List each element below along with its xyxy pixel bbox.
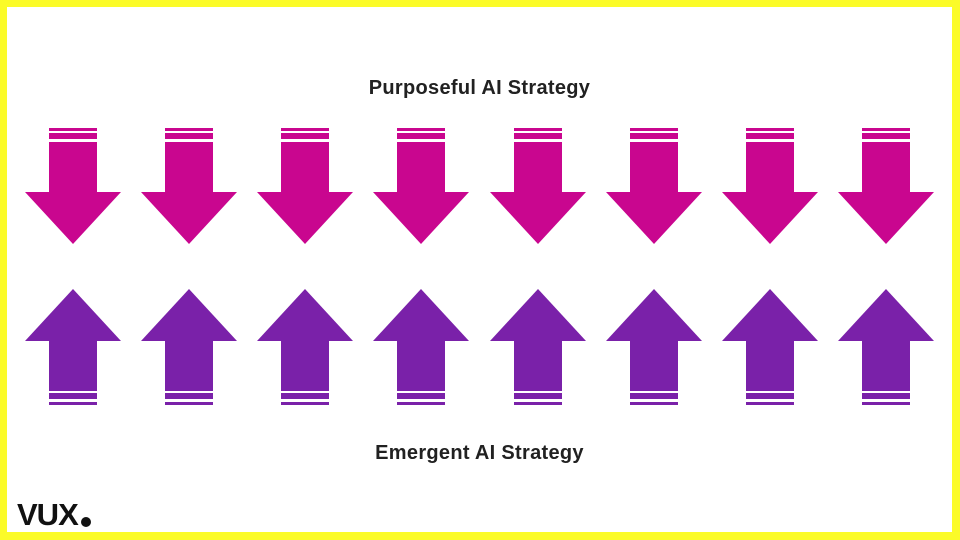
arrow-stripe-thin — [397, 402, 446, 405]
arrow-stripe-thin — [861, 128, 910, 131]
arrow-shaft — [629, 142, 678, 192]
arrow-stripe-thick — [861, 393, 910, 399]
up-arrow — [721, 289, 818, 405]
arrow-stripe-thick — [745, 133, 794, 139]
up-arrow — [605, 289, 702, 405]
up-arrow — [373, 289, 470, 405]
arrow-head — [373, 289, 470, 341]
arrow-stripe-thin — [397, 128, 446, 131]
arrow-stripe-thick — [165, 133, 214, 139]
vux-logo: VUX. — [17, 497, 92, 532]
down-arrow — [373, 128, 470, 244]
arrow-shaft — [513, 341, 562, 391]
arrow-shaft — [397, 341, 446, 391]
arrow-shaft — [745, 142, 794, 192]
up-arrow-row — [7, 289, 952, 405]
arrow-stripe-thin — [745, 128, 794, 131]
arrow-stripe-thin — [629, 402, 678, 405]
up-arrow — [837, 289, 934, 405]
purposeful-strategy-label: Purposeful AI Strategy — [368, 77, 591, 99]
arrow-stripe-thick — [745, 393, 794, 399]
arrow-head — [721, 289, 818, 341]
arrow-stripe-thick — [165, 393, 214, 399]
arrow-stripe-thick — [513, 133, 562, 139]
arrow-head — [837, 192, 934, 244]
arrow-stripe-thick — [513, 393, 562, 399]
arrow-stripe-thick — [397, 133, 446, 139]
arrow-stripe-thin — [281, 128, 330, 131]
arrow-shaft — [861, 341, 910, 391]
down-arrow — [25, 128, 121, 244]
vux-logo-text: VUX — [17, 497, 79, 532]
up-arrow — [25, 289, 121, 405]
arrow-head — [373, 192, 470, 244]
arrow-stripe-thin — [861, 402, 910, 405]
down-arrow — [721, 128, 818, 244]
up-arrow — [489, 289, 586, 405]
arrow-stripe-thin — [165, 128, 214, 131]
up-arrow — [141, 289, 238, 405]
arrow-shaft — [629, 341, 678, 391]
arrow-stripe-thick — [397, 393, 446, 399]
arrow-stripe-thick — [49, 133, 97, 139]
arrow-head — [721, 192, 818, 244]
up-arrow — [257, 289, 354, 405]
arrow-stripe-thick — [49, 393, 97, 399]
arrow-head — [605, 192, 702, 244]
arrow-stripe-thick — [281, 133, 330, 139]
arrow-head — [141, 289, 238, 341]
arrow-stripe-thin — [629, 128, 678, 131]
arrow-stripe-thin — [49, 402, 97, 405]
arrow-shaft — [861, 142, 910, 192]
arrow-stripe-thin — [513, 402, 562, 405]
arrow-head — [489, 289, 586, 341]
arrow-shaft — [49, 341, 97, 391]
down-arrow — [837, 128, 934, 244]
arrow-head — [141, 192, 238, 244]
arrow-head — [605, 289, 702, 341]
arrow-head — [25, 289, 121, 341]
arrow-head — [837, 289, 934, 341]
arrow-stripe-thick — [629, 133, 678, 139]
down-arrow — [489, 128, 586, 244]
arrow-stripe-thin — [281, 402, 330, 405]
arrow-shaft — [281, 142, 330, 192]
arrow-shaft — [49, 142, 97, 192]
arrow-shaft — [513, 142, 562, 192]
arrow-stripe-thick — [861, 133, 910, 139]
arrow-shaft — [397, 142, 446, 192]
arrow-shaft — [745, 341, 794, 391]
down-arrow — [257, 128, 354, 244]
arrow-head — [489, 192, 586, 244]
arrow-head — [257, 289, 354, 341]
down-arrow-row — [7, 128, 952, 244]
arrow-head — [257, 192, 354, 244]
down-arrow — [141, 128, 238, 244]
arrow-head — [25, 192, 121, 244]
arrow-shaft — [281, 341, 330, 391]
emergent-strategy-label: Emergent AI Strategy — [375, 442, 584, 464]
arrow-shaft — [165, 341, 214, 391]
arrow-stripe-thick — [629, 393, 678, 399]
arrow-stripe-thin — [165, 402, 214, 405]
down-arrow — [605, 128, 702, 244]
arrow-stripe-thin — [49, 128, 97, 131]
slide-canvas: Purposeful AI Strategy — [7, 7, 952, 532]
arrow-stripe-thick — [281, 393, 330, 399]
arrow-stripe-thin — [745, 402, 794, 405]
logo-dot: . — [78, 500, 92, 530]
arrow-shaft — [165, 142, 214, 192]
arrow-stripe-thin — [513, 128, 562, 131]
